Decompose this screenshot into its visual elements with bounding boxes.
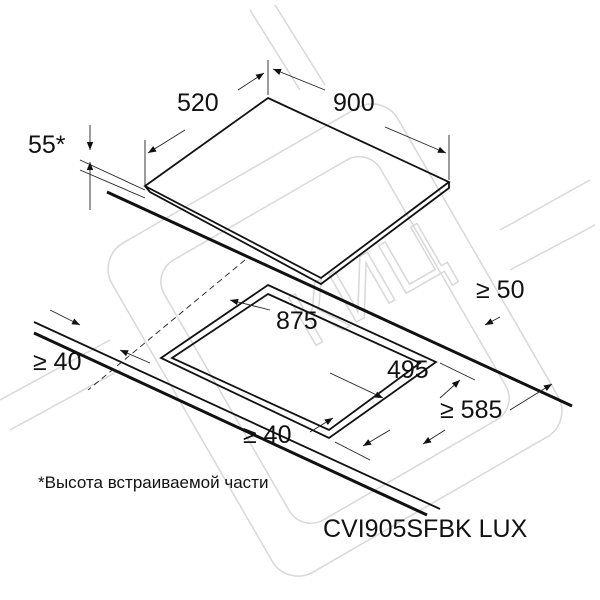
dim-rear-clearance: ≥ 50 xyxy=(476,276,524,304)
countertop-front xyxy=(33,331,428,517)
dim-cutout-width: 875 xyxy=(276,307,318,335)
dim-width: 900 xyxy=(333,89,375,117)
countertop-edge xyxy=(106,190,573,408)
dim-depth: 520 xyxy=(177,89,219,117)
footnote: *Высота встраиваемой части xyxy=(38,473,268,492)
cutout xyxy=(159,283,438,440)
dim-left-clearance: ≥ 40 xyxy=(33,348,81,376)
hob-top xyxy=(143,96,451,286)
dim-height: 55* xyxy=(28,131,66,159)
dim-cutout-depth: 495 xyxy=(387,356,429,384)
model-name: CVI905SFBK LUX xyxy=(323,515,528,543)
dim-front-clearance: ≥ 40 xyxy=(243,421,291,449)
dim-counter-depth: ≥ 585 xyxy=(440,396,502,424)
